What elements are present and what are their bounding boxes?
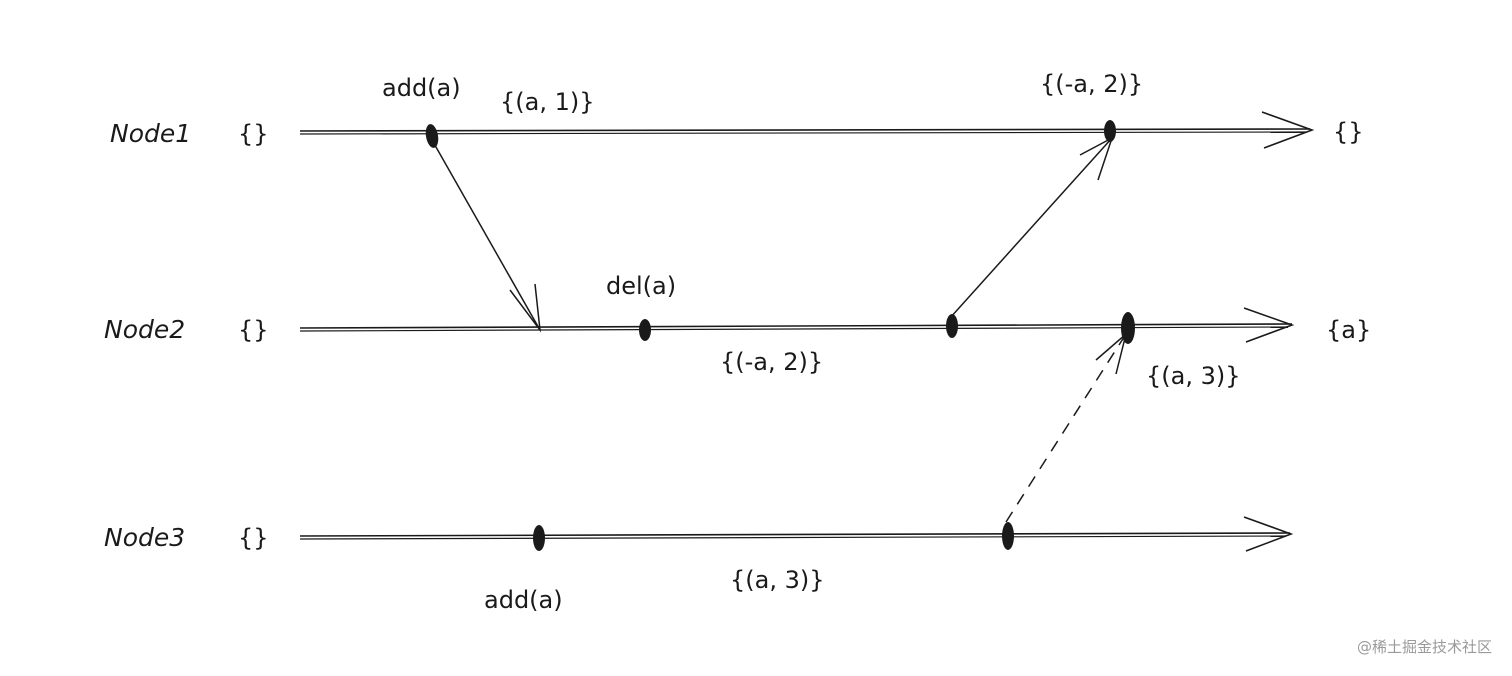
node3-arrowhead	[1243, 516, 1294, 552]
message-node3-to-node2-dashed	[1005, 331, 1128, 523]
event-dot-node3-send	[1002, 522, 1014, 550]
message-node1-to-node2	[431, 139, 542, 333]
node1-timeline: Node1 {} {}	[110, 111, 1364, 149]
node3-initial-state: {}	[238, 524, 269, 552]
event-dot-node2-del	[639, 319, 651, 341]
node2-initial-state: {}	[238, 316, 269, 344]
node3-line-inner	[299, 535, 1287, 540]
node3-add-op-label: add(a)	[484, 586, 563, 614]
node3-label: Node3	[104, 523, 185, 552]
event-dot-node3-add	[533, 525, 545, 551]
node2-timeline: Node2 {} {a}	[104, 307, 1371, 344]
node1-add-state-label: {(a, 1)}	[500, 88, 595, 116]
event-dot-node1-merge	[1104, 120, 1116, 142]
event-dot-node1-add	[425, 124, 439, 148]
node1-line-inner	[299, 131, 1307, 135]
node1-final-state: {}	[1333, 118, 1364, 146]
node2-arrowhead	[1243, 307, 1295, 343]
node1-line	[299, 128, 1311, 132]
watermark: @稀土掘金技术社区	[1357, 638, 1492, 656]
node2-del-op-label: del(a)	[606, 272, 676, 300]
node1-label: Node1	[110, 119, 191, 148]
message-arrowhead	[509, 283, 542, 333]
node1-arrowhead	[1261, 111, 1315, 149]
node2-label: Node2	[104, 315, 185, 344]
node3-timeline: Node3 {}	[104, 516, 1294, 552]
message-node2-to-node1	[949, 136, 1114, 319]
node2-final-state: {a}	[1326, 316, 1371, 344]
node2-merge-state-label: {(a, 3)}	[1146, 362, 1241, 390]
node1-initial-state: {}	[238, 120, 269, 148]
event-dot-node2-send	[946, 314, 958, 338]
event-dot-node2-merge	[1121, 312, 1135, 344]
node1-merge-state-label: {(-a, 2)}	[1040, 70, 1143, 98]
node1-add-op-label: add(a)	[382, 74, 461, 102]
node2-del-state-label: {(-a, 2)}	[720, 348, 823, 376]
node3-add-state-label: {(a, 3)}	[730, 566, 825, 594]
node3-line	[299, 532, 1291, 537]
